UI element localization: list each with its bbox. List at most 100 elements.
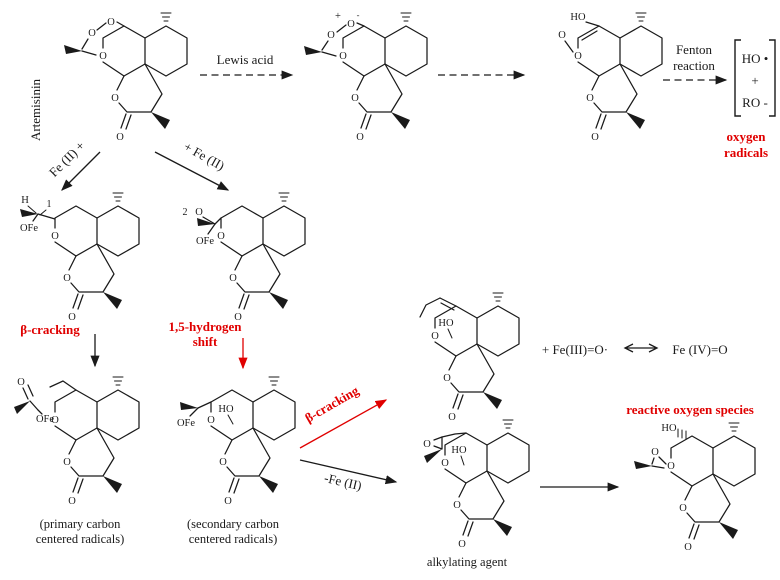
left-bracket (734, 39, 741, 117)
peroxide-o2-label: O (88, 28, 96, 39)
bond (37, 213, 56, 220)
bond (441, 432, 467, 438)
h-shift-label-line2: shift (193, 334, 218, 349)
alkylating-agent-caption: alkylating agent (427, 555, 508, 569)
artemisinin-title: Artemisinin (28, 78, 43, 141)
methyl-wedge-bond (424, 449, 442, 463)
h-label: H (21, 195, 29, 206)
hydroxyl-label: HO (218, 404, 234, 415)
oxygen-radicals-label-line2: radicals (724, 145, 768, 160)
alkene-double-bond (581, 30, 598, 41)
secondary-radical-structure: OFe HO (177, 376, 296, 508)
fe2-left-arrow (61, 151, 101, 191)
secondary-caption-line1: (secondary carbon (187, 517, 280, 531)
bond (37, 409, 43, 415)
enol-intermediate-structure: HO O (558, 12, 663, 144)
oxy-radical-2-structure: 2 O OFe (183, 192, 306, 324)
methyl-wedge-bond (197, 218, 215, 226)
alkene-double-bond (439, 297, 457, 311)
ethyl-bond (49, 380, 77, 391)
bond (419, 297, 441, 318)
bond (29, 400, 39, 411)
bond (321, 40, 329, 51)
bond (585, 21, 600, 27)
intermediate-1-number: 1 (47, 199, 52, 210)
fenton-label-line1: Fenton (676, 42, 713, 57)
ofe-label: OFe (20, 223, 38, 234)
ofe-label: OFe (36, 414, 54, 425)
primary-caption-line2: centered radicals) (36, 532, 124, 546)
right-arrowhead (648, 343, 659, 353)
methyl-wedge-bond (304, 46, 322, 55)
beta-cracking-product-structure: HO (419, 292, 520, 424)
hashed-hydroxyl-bond (677, 428, 687, 440)
ofe-label: OFe (177, 418, 195, 429)
bond (214, 217, 222, 225)
methyl-wedge-bond (20, 209, 38, 217)
ofe-label: OFe (196, 236, 214, 247)
ester-oxygen-label: O (17, 377, 25, 388)
ring-oxygen-label: O (651, 447, 659, 458)
minus-fe2-arrow (299, 459, 398, 485)
ros-product-structure: HO O (634, 422, 756, 554)
methyl-wedge-bond (180, 402, 198, 410)
oxygen-radicals-bracket: HO • + RO - (734, 39, 776, 117)
right-bracket (769, 39, 776, 117)
beta-cracking-left-label: β-cracking (20, 322, 80, 337)
bond (81, 50, 97, 56)
bond (81, 38, 89, 50)
peroxide-o-label: O (558, 30, 566, 41)
left-arrowhead (623, 343, 634, 353)
h-shift-label-line1: 1,5-hydrogen (168, 319, 242, 334)
oxygen-radicals-label-line1: oxygen (727, 129, 767, 144)
primary-radical-structure: O OFe (14, 376, 140, 508)
bond (447, 328, 453, 339)
peroxide-cation-structure: + O - O (304, 10, 428, 144)
primary-caption-line1: (primary carbon (40, 517, 122, 531)
hydroxyl-label: HO (570, 12, 586, 23)
beta-cracking-diagonal-arrow (299, 399, 388, 449)
ester-carbonyl-double-bond (22, 384, 34, 400)
oxy-radical-1-structure: H 1 OFe (20, 192, 140, 324)
ho-radical-label: HO • (742, 51, 769, 66)
radical-oxygen-label: O (195, 207, 203, 218)
secondary-caption-line2: centered radicals) (189, 532, 277, 546)
fe2-right-label: + Fe (II) (181, 139, 227, 174)
bond (564, 40, 574, 53)
bond (356, 22, 365, 27)
h-shift-arrow (39, 209, 47, 216)
fe2-left-label: Fe (II) + (46, 138, 88, 180)
hydroxyl-label: HO (438, 318, 454, 329)
alkylating-agent-structure: O HO (423, 419, 530, 551)
equilibrium-arrow (623, 343, 659, 353)
fe4-oxo-label: Fe (IV)=O (672, 342, 727, 357)
lewis-acid-label: Lewis acid (217, 52, 274, 67)
methyl-wedge-bond (634, 461, 652, 469)
bond (189, 407, 199, 417)
peroxide-o1-label: O (347, 19, 355, 30)
bond (336, 24, 347, 33)
bond (207, 223, 216, 235)
bond (202, 216, 216, 225)
bond (227, 414, 234, 425)
bond (27, 205, 37, 214)
intermediate-2-number: 2 (183, 207, 188, 218)
fe3-oxo-label: + Fe(III)=O· (542, 342, 608, 357)
ro-radical-label: RO - (742, 95, 768, 110)
radical-plus-label: + (751, 73, 758, 88)
fenton-label-line2: reaction (673, 58, 715, 73)
artemisinin-structure: O O (64, 12, 188, 144)
methyl-wedge-bond (14, 401, 30, 414)
methyl-wedge-bond (64, 45, 82, 54)
bond (651, 457, 655, 465)
epoxide-oxygen-label: O (423, 439, 431, 450)
peroxide-o1-label: O (107, 17, 115, 28)
bond (116, 21, 125, 27)
bond (460, 455, 465, 466)
fe2-right-arrow (154, 151, 230, 191)
bond (32, 213, 39, 222)
bond (651, 465, 665, 469)
bond (197, 401, 212, 409)
